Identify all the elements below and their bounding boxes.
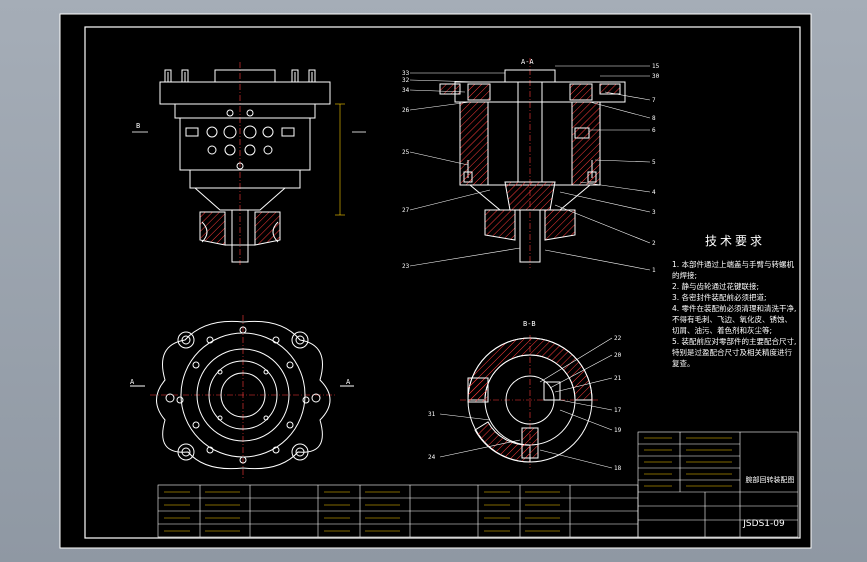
callout-aa-right: 15 bbox=[652, 63, 660, 70]
callout-aa-right: 4 bbox=[652, 189, 656, 196]
callout-aa-left: 34 bbox=[402, 87, 410, 94]
tech-requirement-item: 2. 静与齿轮通过花键联接; bbox=[672, 282, 760, 291]
aa-left-leaders bbox=[409, 72, 521, 267]
tech-requirements-title: 技术要求 bbox=[704, 234, 765, 248]
aa-right-callout-labels: 15 30 7 8 6 5 4 3 2 1 bbox=[652, 63, 660, 274]
parts-list-text bbox=[164, 437, 732, 532]
callout-bb: 24 bbox=[428, 454, 436, 461]
callout-aa-left: 32 bbox=[402, 77, 410, 84]
section-aa-view bbox=[439, 58, 626, 268]
callout-bb: 22 bbox=[614, 335, 622, 342]
callout-aa-right: 6 bbox=[652, 127, 656, 134]
sheet-border bbox=[59, 13, 812, 549]
bb-callout-labels: 22 20 21 17 19 18 31 24 bbox=[428, 335, 622, 472]
callout-bb: 17 bbox=[614, 407, 622, 414]
callout-aa-right: 2 bbox=[652, 240, 656, 247]
callout-aa-left: 27 bbox=[402, 207, 410, 214]
section-mark-b: B bbox=[136, 122, 140, 130]
callout-aa-left: 26 bbox=[402, 107, 410, 114]
section-bb-view bbox=[460, 335, 600, 468]
callout-bb: 19 bbox=[614, 427, 622, 434]
tech-requirement-item: 3. 各密封件装配前必须把道; bbox=[672, 293, 767, 302]
frame-border bbox=[84, 26, 801, 539]
technical-requirements: 技术要求 1. 本部件通过上端盖与手臂与转螺机的焊接; 2. 静与齿轮通过花键联… bbox=[672, 232, 798, 369]
callout-aa-right: 5 bbox=[652, 159, 656, 166]
callout-aa-left: 25 bbox=[402, 149, 410, 156]
parts-list bbox=[157, 431, 799, 538]
tech-requirement-item: 5. 装配前应对零部件的主要配合尺寸, 特别是过盈配合尺寸及相关精度进行复查。 bbox=[672, 337, 797, 368]
callout-aa-right: 3 bbox=[652, 209, 656, 216]
front-view bbox=[132, 62, 366, 265]
bb-leaders bbox=[439, 337, 613, 469]
callout-bb: 21 bbox=[614, 375, 622, 382]
callout-aa-right: 30 bbox=[652, 73, 660, 80]
drawing-number: JSDS1-09 bbox=[743, 519, 785, 529]
section-mark-a-left: A bbox=[130, 378, 135, 386]
callout-aa-right: 8 bbox=[652, 115, 656, 122]
drawing-name: 腕部回转装配图 bbox=[745, 476, 795, 484]
top-view bbox=[130, 315, 354, 478]
callout-aa-right: 1 bbox=[652, 267, 656, 274]
callout-aa-right: 7 bbox=[652, 97, 656, 104]
aa-right-leaders bbox=[544, 65, 651, 271]
section-title-bb: B-B bbox=[523, 320, 536, 328]
section-mark-a-right: A bbox=[346, 378, 351, 386]
callout-aa-left: 23 bbox=[402, 263, 410, 270]
tech-requirement-item: 4. 零件在装配前必须清理和清洗干净, 不得有毛刺、飞边、氧化皮、锈蚀、切屑、油… bbox=[672, 304, 797, 335]
aa-left-callout-labels: 33 32 34 26 25 27 23 bbox=[402, 70, 410, 270]
tech-requirement-item: 1. 本部件通过上端盖与手臂与转螺机的焊接; bbox=[672, 260, 795, 280]
callout-bb: 18 bbox=[614, 465, 622, 472]
callout-aa-left: 33 bbox=[402, 70, 410, 77]
callout-bb: 20 bbox=[614, 352, 622, 359]
section-title-aa: A-A bbox=[521, 58, 534, 66]
callout-bb: 31 bbox=[428, 411, 436, 418]
